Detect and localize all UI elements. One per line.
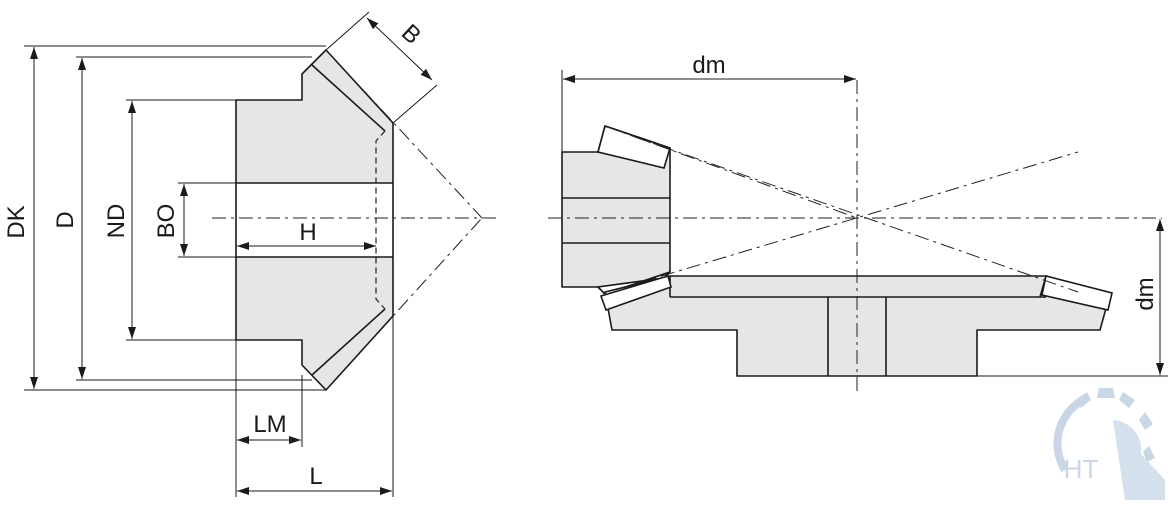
dim-nd-label: ND <box>103 204 130 239</box>
dim-d-label: D <box>52 211 79 228</box>
pinion-dimensions: DK D ND BO H B LM L <box>3 11 438 497</box>
logo-text: HT <box>1064 454 1099 484</box>
gear-pair-view <box>548 80 1162 396</box>
dim-dm-side-label: dm <box>1132 277 1159 310</box>
gear-pair-dimensions: dm dm <box>561 52 1168 377</box>
dim-h-label: H <box>299 219 316 246</box>
dim-l-label: L <box>309 463 322 490</box>
dim-b-label: B <box>396 19 426 50</box>
dim-dk-label: DK <box>3 205 30 238</box>
gear-logo-icon: HT <box>1053 388 1165 500</box>
dim-lm-label: LM <box>253 411 286 438</box>
dim-bo-label: BO <box>153 204 180 239</box>
pinion-section-view <box>212 49 500 391</box>
dim-dm-top-label: dm <box>692 52 725 79</box>
